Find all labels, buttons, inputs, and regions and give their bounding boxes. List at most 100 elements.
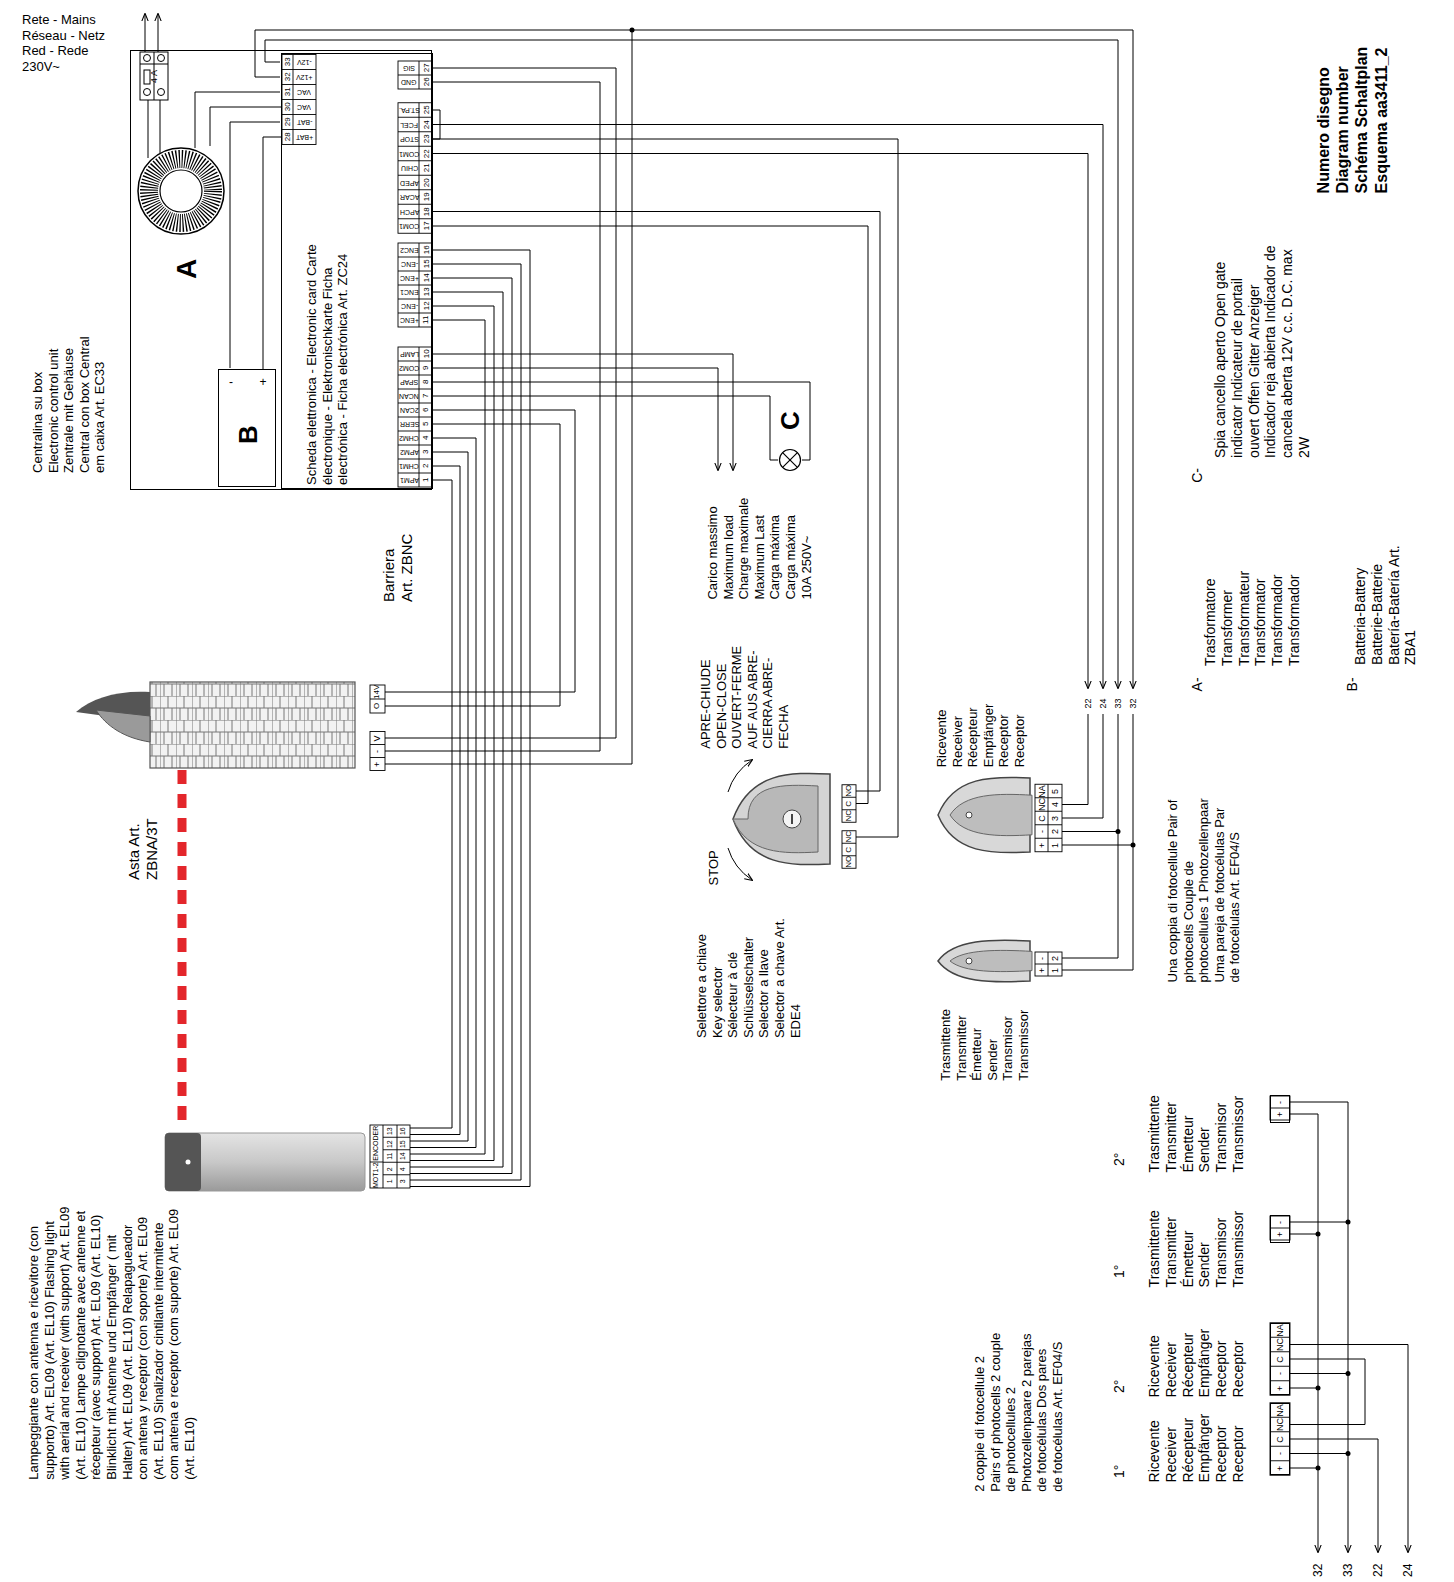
node-text: 2° (1111, 1379, 1128, 1392)
pin-name: - (1275, 1452, 1286, 1455)
wire (432, 382, 810, 460)
transformer (138, 148, 224, 234)
photocell-transmitter: Trasmittente Transmitter Émetteur Sender… (935, 935, 1035, 987)
node-text: B (232, 425, 263, 444)
terminal-strip (398, 347, 432, 487)
pin-name: 2CAN (400, 406, 419, 414)
terminal-divider (370, 745, 385, 758)
pin-name: APM2 (400, 448, 419, 456)
wire (1290, 1102, 1348, 1454)
note: Una coppia di fotocellule Pair of photoc… (1164, 797, 1242, 982)
wire (1062, 714, 1133, 845)
pin-name: ST.PA. (399, 106, 420, 114)
pin-number: 24 (421, 120, 431, 129)
pin-number: 21 (421, 163, 431, 172)
pin-number: 1 (421, 478, 431, 482)
indicator-lamp (783, 453, 798, 468)
pin-name: VAC (297, 103, 311, 111)
callout-letter: A- (1189, 677, 1206, 691)
pin-number: 14 (421, 273, 431, 282)
terminal-strip (370, 685, 385, 713)
pin-number: 12 (421, 301, 431, 310)
pin-number: 17 (421, 221, 431, 230)
node-text: Selettore a chiave Key selector Sélecteu… (693, 913, 802, 1038)
wire (1062, 832, 1118, 959)
node-text: A (170, 259, 204, 279)
pin-number: 31 (282, 87, 292, 96)
barrier-motor (165, 1133, 365, 1191)
pin-name: ACAR (400, 193, 419, 201)
node-text: Trasmittente Transmitter Émetteur Sender… (1146, 1080, 1247, 1172)
terminal-strip (398, 103, 432, 234)
pin-number: 6 (421, 408, 431, 412)
pin-name: ENCODER (372, 1126, 380, 1161)
pin-number: 23 (421, 134, 431, 143)
wire (385, 82, 600, 751)
wire (432, 368, 718, 470)
pin-name: + (1037, 967, 1048, 972)
pin-number: 20 (421, 178, 431, 187)
connection-ref: 32 (1128, 698, 1139, 708)
node-text: 2° (1111, 1152, 1128, 1165)
key-selector (733, 773, 830, 864)
pin-number: 28 (282, 132, 292, 141)
pin-name: SERR (400, 420, 419, 428)
terminal-divider (1270, 1417, 1290, 1461)
pin-number: 7 (421, 394, 431, 398)
pin-number: 11 (421, 316, 431, 324)
pin-name: NC (1275, 1418, 1286, 1431)
pin-number: 13 (421, 287, 431, 296)
pin-name: NA (1036, 785, 1047, 798)
wire (410, 452, 468, 1141)
pin-number: 32 (282, 72, 292, 81)
wire (1408, 1345, 1409, 1553)
terminal-strip (842, 831, 856, 869)
pin-name: NC (1275, 1338, 1286, 1351)
wire (410, 292, 503, 1167)
pin-number: 27 (421, 63, 431, 72)
mains-fuse-block (140, 52, 168, 100)
note: Spia cancello aperto Open gate indicator… (1212, 242, 1313, 457)
wire (230, 122, 280, 368)
wire (1378, 1439, 1379, 1552)
pin-name: NCAN (399, 392, 419, 400)
note: STOP (705, 850, 721, 885)
pin-name: ENC1 (400, 288, 419, 296)
polarity-sign: + (260, 375, 267, 389)
terminal-divider (1035, 952, 1062, 976)
pin-name: NA (1274, 1404, 1285, 1417)
mains-fuse-block (158, 89, 165, 96)
pin-name: +BAT (296, 133, 313, 141)
pin-number: 33 (282, 57, 292, 66)
barrier-boom (178, 770, 187, 1130)
callout-letter: C- (1188, 468, 1205, 483)
key-selector (730, 768, 856, 870)
pin-name: NO (844, 785, 854, 797)
pin-number: 1 (1050, 842, 1061, 847)
pin-name: V (372, 735, 383, 741)
terminal-strip (1270, 1323, 1290, 1396)
mains-fuse-block (144, 89, 151, 96)
indicator-lamp: C (778, 448, 802, 472)
wire (210, 107, 281, 146)
node-text: Trasmittente Transmitter Émetteur Sender… (1146, 1195, 1247, 1287)
connection-ref: 24 (1098, 698, 1109, 708)
pin-name: STOP (400, 135, 419, 143)
connection-ref: 22 (1083, 698, 1094, 708)
callout-letter: B- (1344, 677, 1361, 691)
note: Carico massimo Maximum load Charge maxim… (705, 491, 814, 599)
note: Lampeggiante con antenna e ricevitore (c… (26, 1204, 198, 1480)
pin-name: APED (400, 179, 419, 187)
pin-name: FCEL (400, 121, 418, 129)
wire (728, 848, 752, 880)
wire (145, 14, 146, 52)
wire (195, 92, 280, 148)
pin-name: + (372, 761, 383, 766)
note: Batteria-Battery Batterie-Batterie Bater… (1351, 530, 1418, 665)
control-box: Centralina su box Electronic control uni… (130, 50, 432, 490)
pin-number: 2 (1050, 955, 1061, 960)
pin-name: APCH (400, 208, 419, 216)
barrier-motor (165, 1133, 201, 1191)
photocell-transmitter (950, 950, 1032, 971)
terminal-divider (1270, 1108, 1290, 1109)
